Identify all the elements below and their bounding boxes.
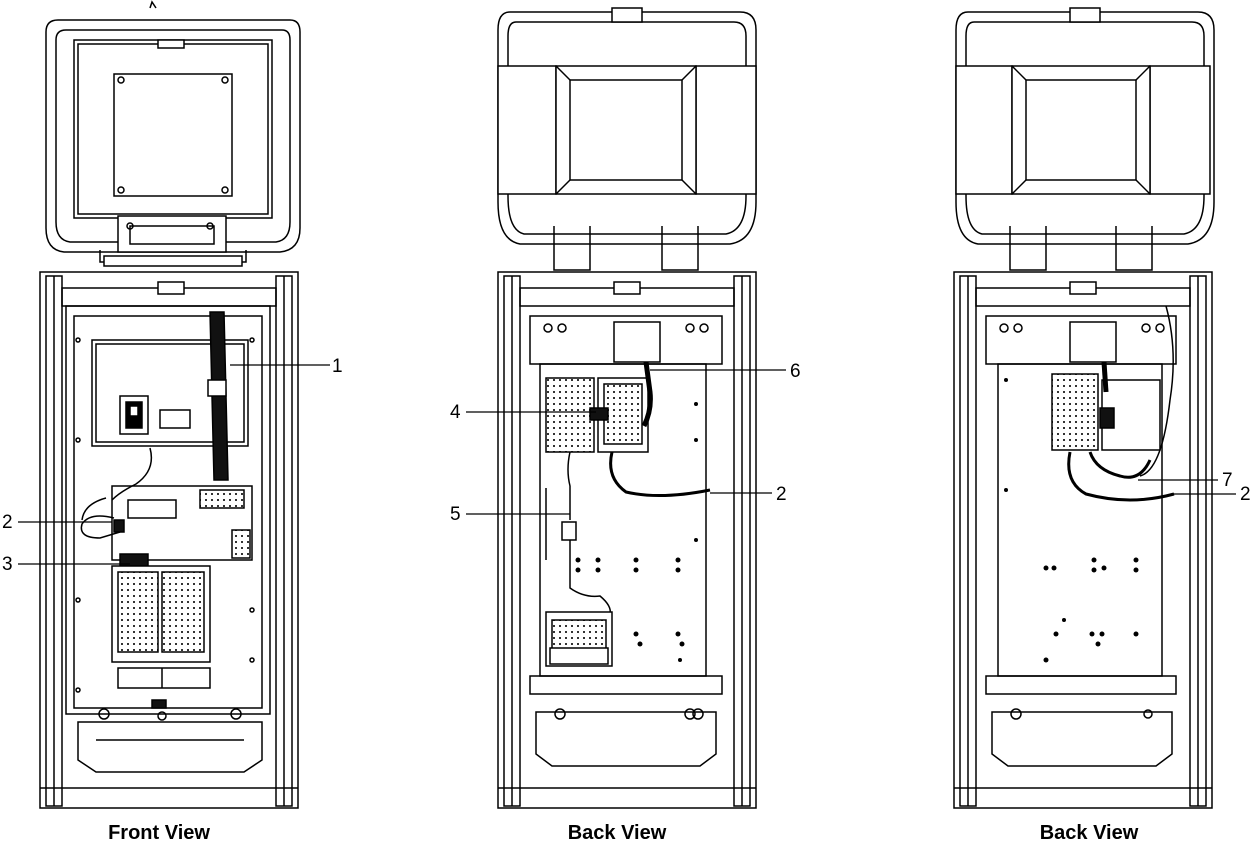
front-view xyxy=(18,0,330,809)
callout-labels: 1 2 3 6 4 2 5 7 2 xyxy=(2,356,1251,575)
callout-back-5: 5 xyxy=(450,504,461,525)
callout-back-2: 2 xyxy=(776,484,787,505)
back-right-holes xyxy=(1004,378,1139,663)
callout-front-1: 1 xyxy=(332,356,343,377)
back-middle-cabinet xyxy=(497,271,757,809)
front-cabinet xyxy=(39,271,299,809)
back-view-middle xyxy=(466,7,786,809)
back-right-cabinet xyxy=(953,271,1213,809)
caption-front-view: Front View xyxy=(108,822,210,844)
back-right-leader-lines xyxy=(1138,479,1236,495)
back-middle-lid xyxy=(497,7,757,271)
caption-back-view-right: Back View xyxy=(1039,822,1139,844)
callout-back-4: 4 xyxy=(450,402,461,423)
front-open-lid xyxy=(45,0,301,267)
callout-front-2: 2 xyxy=(2,512,13,533)
callout-front-3: 3 xyxy=(2,554,13,575)
caption-back-view-middle: Back View xyxy=(567,822,667,844)
back-view-right xyxy=(953,7,1236,809)
callout-back-right-7: 7 xyxy=(1222,470,1233,491)
callout-back-right-2: 2 xyxy=(1240,484,1251,505)
back-middle-holes xyxy=(575,402,698,662)
front-leader-lines xyxy=(18,364,330,565)
back-middle-leader-lines xyxy=(466,369,786,515)
callout-back-6: 6 xyxy=(790,361,801,382)
back-right-lid xyxy=(955,7,1215,271)
